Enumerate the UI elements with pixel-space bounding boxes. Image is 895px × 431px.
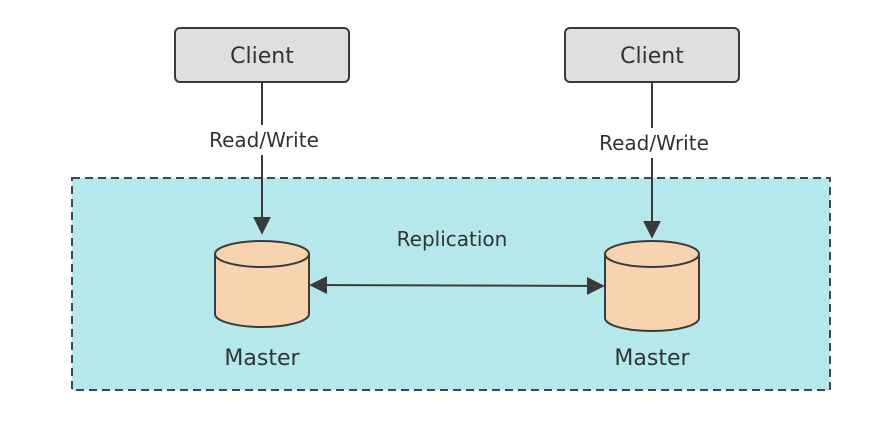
database-icon-left [214,240,310,328]
client-node-left: Client [174,27,350,83]
client-node-right: Client [564,27,740,83]
replication-arrow [309,276,605,295]
master-label-left: Master [224,346,300,371]
edge-label-bg-right [588,128,716,158]
replication-label: Replication [397,227,508,251]
edge-label-left: Read/Write [209,128,319,152]
edge-label-right: Read/Write [599,131,709,155]
edge-label-bg-left [198,125,326,155]
client-label-left: Client [230,44,294,69]
client-label-right: Client [620,44,684,69]
database-icon-right [604,240,700,332]
replication-zone [71,177,831,391]
master-label-right: Master [614,346,690,371]
